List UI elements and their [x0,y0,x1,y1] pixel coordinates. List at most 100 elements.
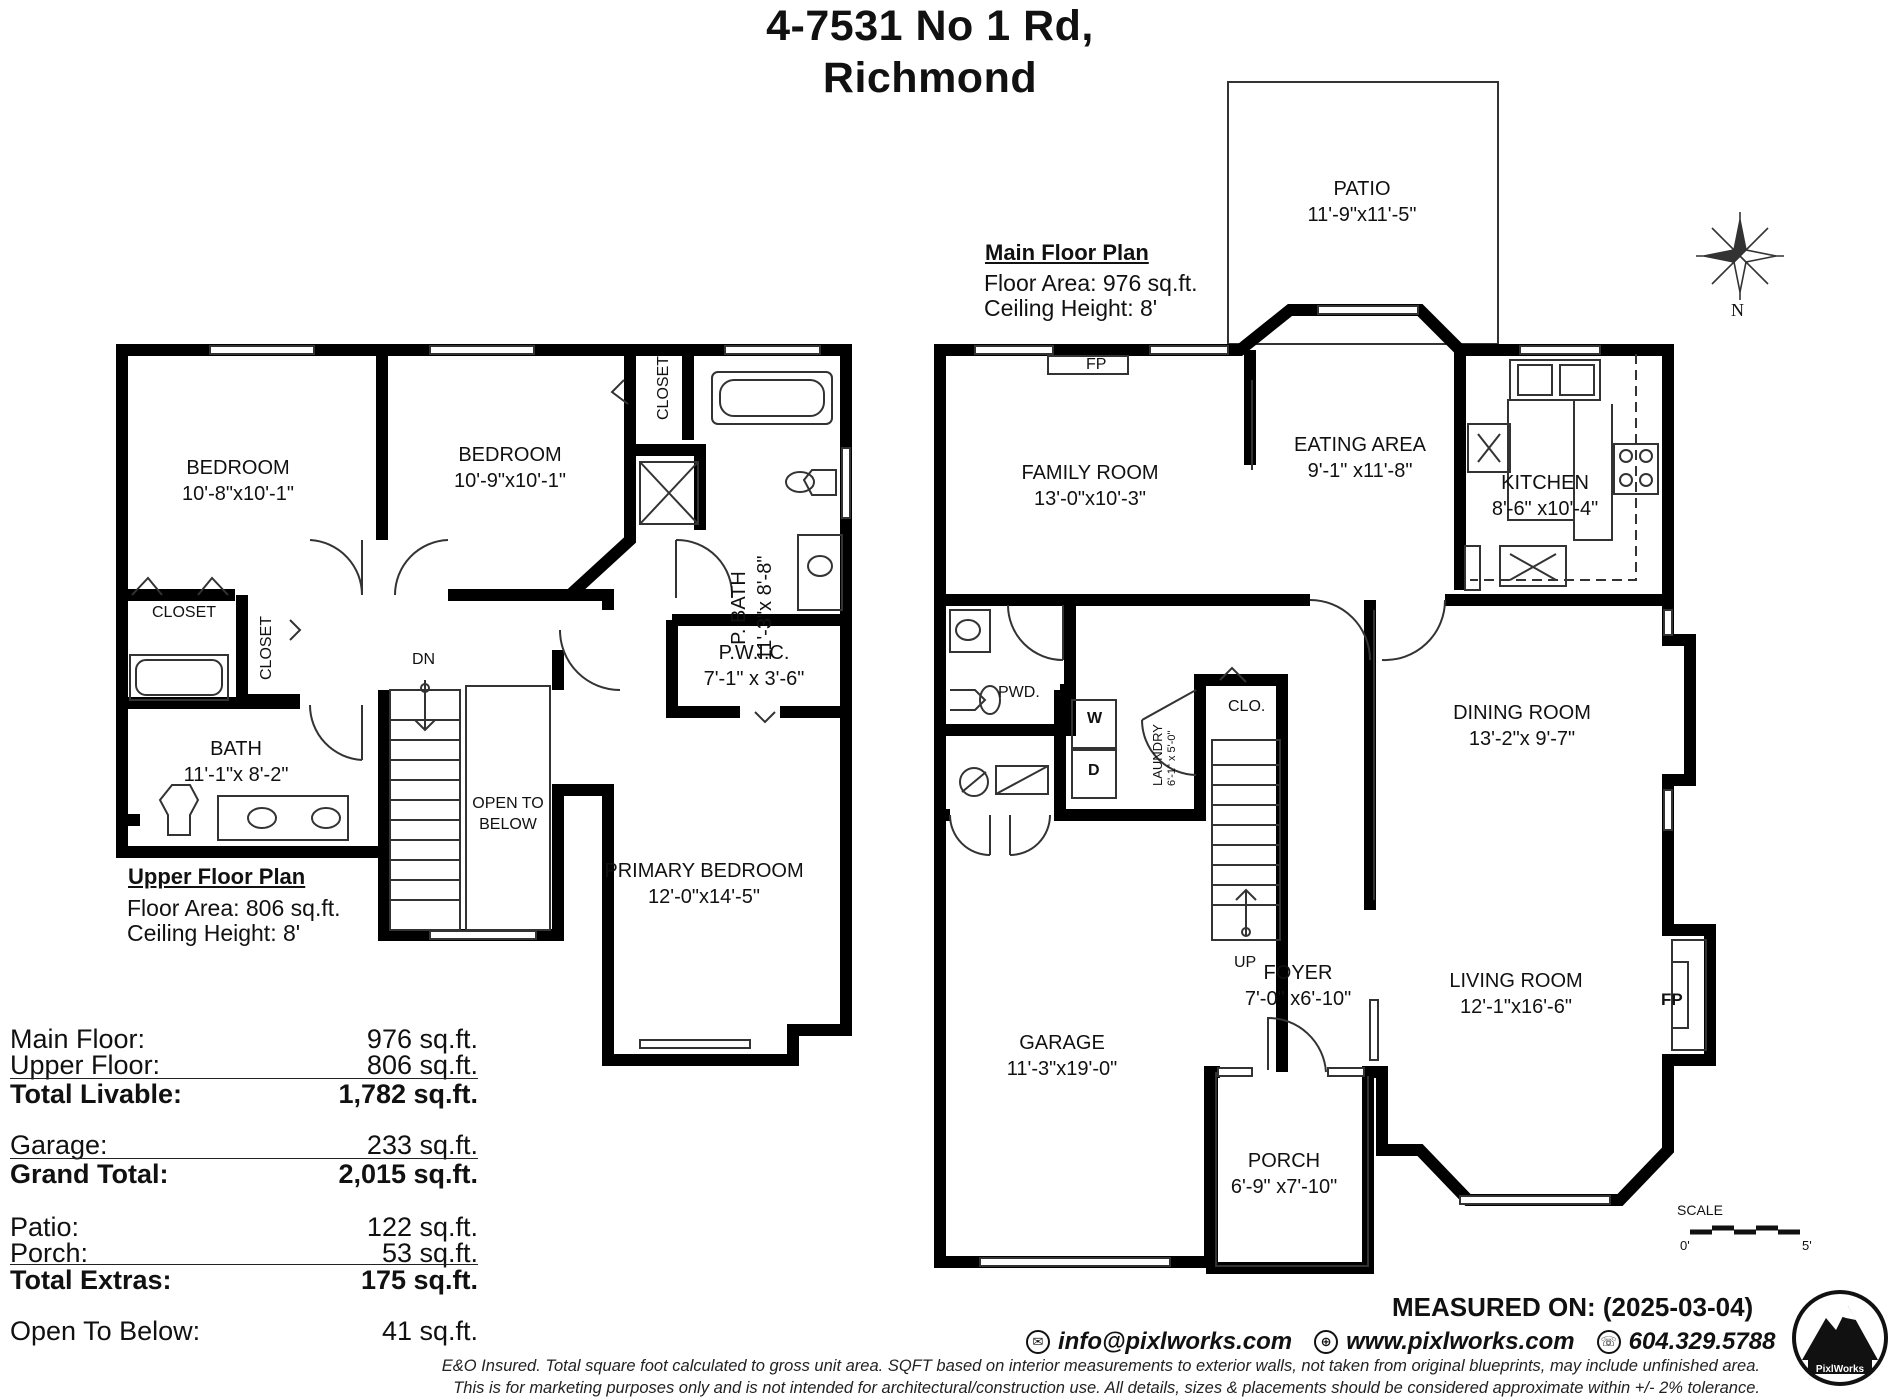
room-eating-area: EATING AREA 9'-1" x11'-8" [1294,432,1426,484]
room-dim: 13'-2"x 9'-7" [1468,728,1576,750]
room-living: LIVING ROOM 12'-1"x16'-6" [1449,968,1582,1020]
room-dim: 11'-1"x 8'-2" [183,764,289,786]
logo-text: PixlWorks [1815,1364,1865,1375]
upper-floor-walls [116,344,852,1066]
room-name: FOYER [1263,962,1333,984]
room-dim: 12'-1"x16'-6" [1460,996,1572,1018]
room-name: LIVING ROOM [1449,970,1583,992]
room-name: BATH [210,738,262,760]
label-closet-top: CLOSET [655,355,672,420]
room-name: KITCHEN [1501,472,1589,494]
room-dining: DINING ROOM 13'-2"x 9'-7" [1453,700,1591,752]
contact-email[interactable]: ✉ info@pixlworks.com [1026,1328,1292,1356]
summary-row: Garage: 233 sq.ft. [10,1130,478,1161]
patio-outline [1227,81,1499,345]
room-name: PATIO [1333,178,1391,200]
room-primary-bedroom: PRIMARY BEDROOM 12'-0"x14'-5" [604,858,803,910]
summary-value: 233 sq.ft. [366,1130,478,1160]
summary-label: Open To Below: [10,1316,201,1346]
upper-fixtures [129,371,843,841]
disclaimer-line1: E&O Insured. Total square foot calculate… [441,1357,1760,1375]
contact-bar: ✉ info@pixlworks.com ⊕ www.pixlworks.com ☏… [1026,1328,1775,1356]
contact-phone[interactable]: ☏604.329.5788 [1596,1328,1776,1356]
label-up: UP [1234,954,1257,971]
summary-label: Main Floor: [10,1024,146,1054]
room-dim: 13'-0"x10'-3" [1034,488,1146,510]
room-name: DINING ROOM [1453,702,1591,724]
property-title-line1: 4-7531 No 1 Rd, [766,2,1094,50]
summary-label: Upper Floor: [10,1050,161,1080]
measured-date: MEASURED ON: (2025-03-04) [1392,1292,1754,1322]
contact-phone-text: 604.329.5788 [1628,1328,1776,1355]
summary-value: 2,015 sq.ft. [338,1159,478,1189]
room-dim: 11'-9"x11'-5" [1307,204,1417,226]
summary-label: Total Extras: [10,1265,172,1295]
label-down: DN [412,651,436,668]
room-dim: 11'-3"x19'-0" [1006,1058,1118,1080]
label-laundry: LAUNDRY 6'-1" x 5'-0" [1150,724,1179,786]
upper-floor-ceiling: Ceiling Height: 8' [127,920,301,946]
label-closet-main: CLO. [1228,698,1266,715]
room-patio: PATIO 11'-9"x11'-5" [1308,176,1417,228]
summary-value: 53 sq.ft. [381,1238,478,1268]
scale-bar [1690,1225,1800,1235]
label-closet-mid: CLOSET [258,615,275,680]
summary-label: Total Livable: [10,1079,183,1109]
summary-row-total: Total Livable:1,782 sq.ft. [10,1078,478,1110]
room-bedroom-2: BEDROOM 10'-9"x10'-1" [454,442,566,494]
summary-row: Main Floor: 976 sq.ft. [10,1024,478,1055]
property-title-line2: Richmond [822,54,1038,102]
room-bedroom-1: BEDROOM 10'-8"x10'-1" [182,455,294,507]
globe-icon: ⊕ [1314,1330,1339,1354]
label-dryer: D [1088,762,1100,779]
summary-value: 41 sq.ft. [381,1316,478,1346]
summary-value: 122 sq.ft. [366,1212,478,1242]
label-fp-living: FP [1661,990,1683,1009]
summary-value: 976 sq.ft. [366,1024,478,1054]
room-dim: 9'-1" x11'-8" [1307,460,1413,482]
contact-email-text: info@pixlworks.com [1058,1328,1293,1355]
summary-row: Patio:122 sq.ft. [10,1212,478,1243]
scale-min: 0' [1680,1238,1690,1253]
main-floor-ceiling: Ceiling Height: 8' [984,295,1158,321]
contact-web[interactable]: ⊕ www.pixlworks.com [1314,1328,1575,1356]
room-name: EATING AREA [1294,434,1426,456]
upper-floor-area: Floor Area: 806 sq.ft. [127,895,341,921]
room-name: PORCH [1247,1150,1321,1172]
room-foyer: FOYER 7'-0" x6'-10" [1245,960,1351,1012]
main-stairs [1211,739,1281,941]
main-fixtures [949,354,1707,1073]
label-open-to-below: OPEN TO BELOW [472,794,543,836]
scale-max: 5' [1802,1238,1812,1253]
room-dim: 10'-8"x10'-1" [182,483,294,505]
main-floor-heading: Main Floor Plan [985,240,1149,265]
room-porch: PORCH 6'-9" x7'-10" [1231,1148,1337,1200]
summary-label: Porch: [10,1238,89,1268]
room-dim: 7'-1" x 3'-6" [703,668,805,690]
main-floor-area: Floor Area: 976 sq.ft. [984,270,1198,296]
room-name: GARAGE [1019,1032,1105,1054]
room-dim: 8'-6" x10'-4" [1491,498,1599,520]
room-dim: 6'-1" x 5'-0" [1165,730,1178,786]
main-windows [974,305,1673,1267]
summary-label: Garage: [10,1130,108,1160]
room-pwic: P.W.I.C. 7'-1" x 3'-6" [704,640,805,692]
room-dim: 7'-0" x6'-10" [1244,988,1352,1010]
porch-outline [1215,1072,1369,1267]
summary-row: Upper Floor:806 sq.ft. [10,1050,478,1081]
summary-row-total: Total Extras:175 sq.ft. [10,1264,478,1296]
pixlworks-logo-mark [1792,1290,1888,1386]
email-icon: ✉ [1026,1330,1050,1354]
room-name: P.W.I.C. [718,642,790,664]
open-below-l2: BELOW [479,815,537,833]
room-garage: GARAGE 11'-3"x19'-0" [1007,1030,1117,1082]
disclaimer-line2: This is for marketing purposes only and … [453,1379,1760,1397]
upper-stairs [389,680,551,931]
room-dim: 10'-9"x10'-1" [454,470,566,492]
summary-row-total: Grand Total:2,015 sq.ft. [10,1158,478,1190]
summary-row: Porch: 53 sq.ft. [10,1238,478,1269]
contact-web-text: www.pixlworks.com [1346,1328,1575,1355]
label-powder: PWD. [998,684,1040,701]
room-family: FAMILY ROOM 13'-0"x10'-3" [1021,460,1158,512]
scale-label: SCALE [1677,1202,1723,1218]
